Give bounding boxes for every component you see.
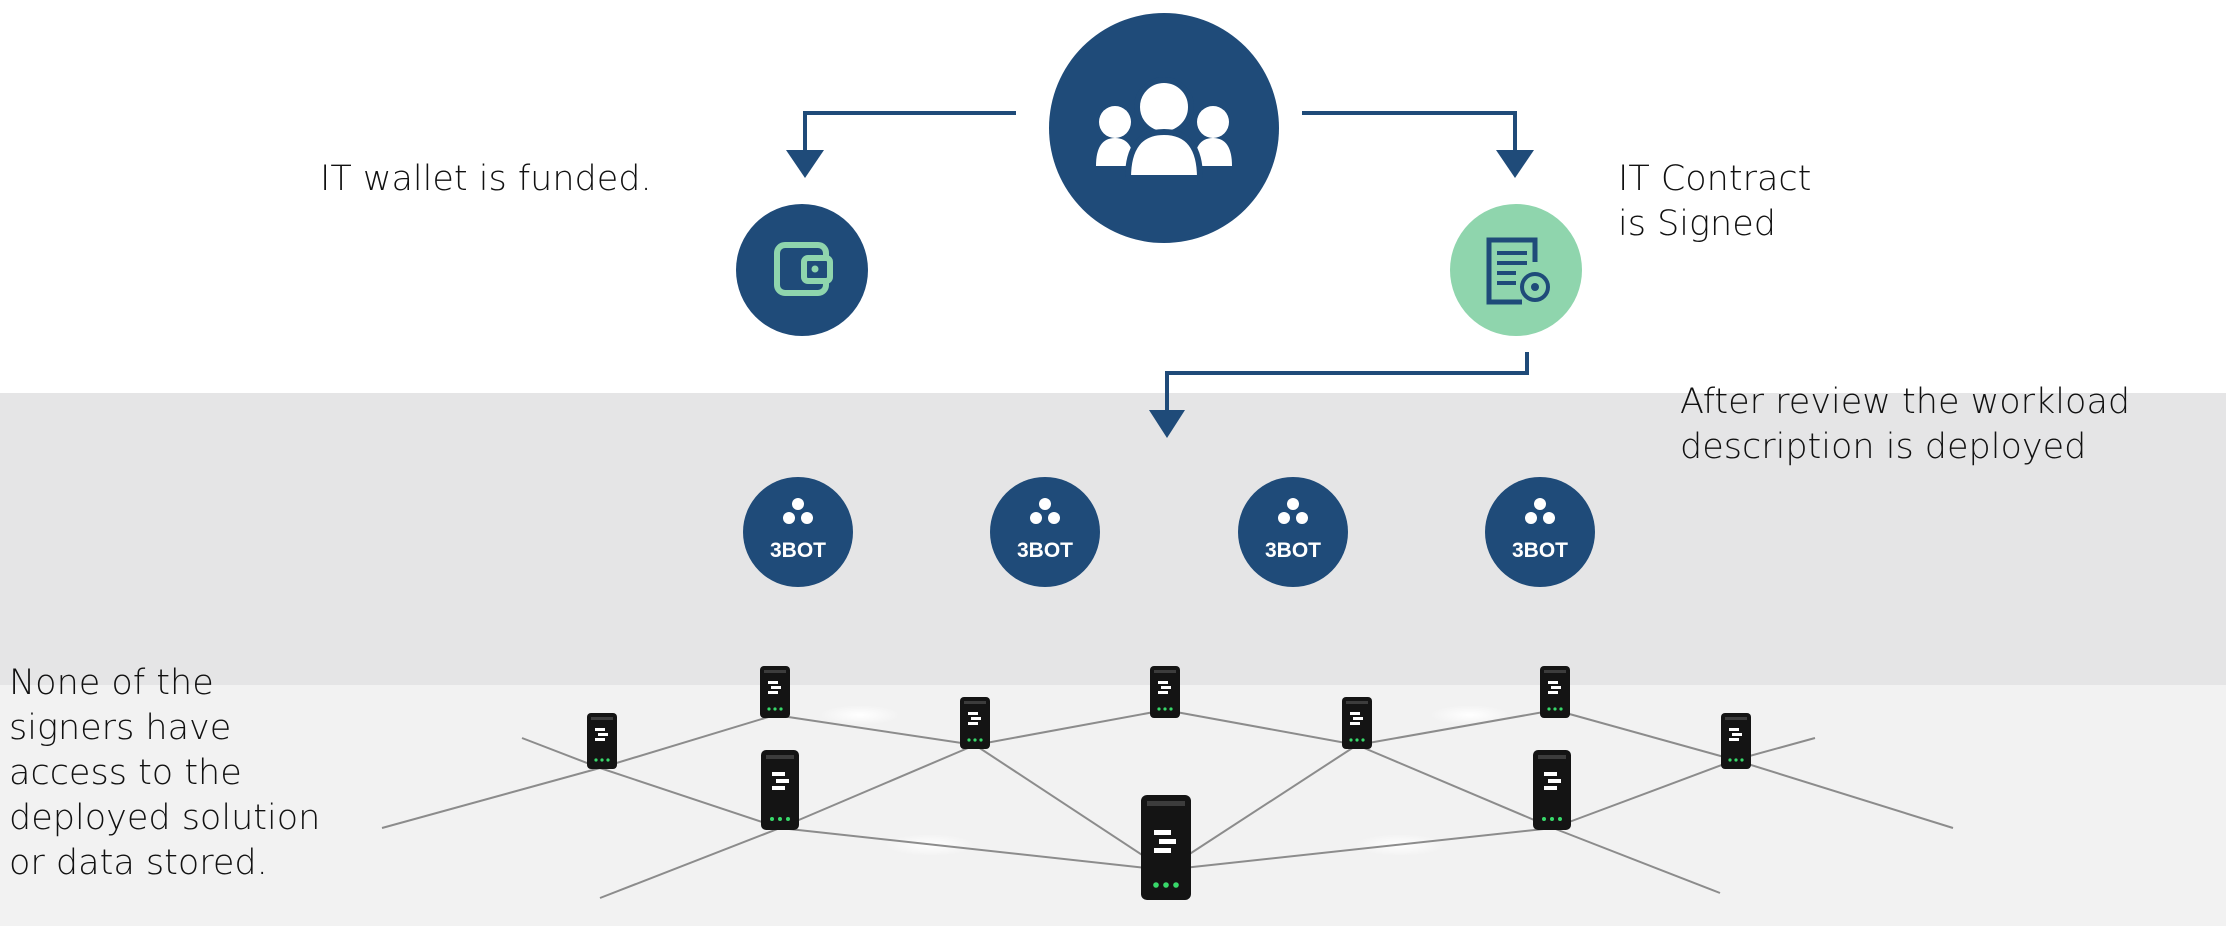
server-node-icon — [1150, 666, 1180, 718]
signers-label-line: None of the — [9, 663, 214, 703]
deployment-label: After review the workload description is… — [1680, 380, 2130, 470]
3bot-node-4: 3BOT — [1485, 477, 1595, 587]
deployment-band — [0, 393, 2226, 685]
signers-label-line: access to the — [9, 753, 242, 793]
contract-label-line: IT Contract — [1618, 159, 1812, 199]
users-group-icon — [1049, 13, 1279, 243]
3bot-node-2: 3BOT — [990, 477, 1100, 587]
deployment-label-line: description is deployed — [1680, 427, 2087, 467]
signers-label-line: or data stored. — [9, 843, 268, 883]
server-node-icon — [1141, 795, 1191, 900]
3bot-node-1: 3BOT — [743, 477, 853, 587]
contract-label-line: is Signed — [1618, 204, 1776, 244]
signers-label-line: deployed solution — [9, 798, 321, 838]
signers-label-line: signers have — [9, 708, 232, 748]
arrow-to-contract — [1302, 111, 1534, 178]
contract-certificate-icon — [1450, 204, 1582, 336]
arrow-to-deployment — [1149, 352, 1529, 438]
arrow-to-wallet — [786, 111, 1016, 178]
3bot-label: 3BOT — [770, 539, 826, 562]
server-node-icon — [1342, 697, 1372, 749]
contract-signed-label: IT Contract is Signed — [1618, 157, 1811, 247]
deployment-label-line: After review the workload — [1680, 382, 2131, 422]
server-node-icon — [960, 697, 990, 749]
3bot-label: 3BOT — [1017, 539, 1073, 562]
wallet-icon — [736, 204, 868, 336]
wallet-funded-label: IT wallet is funded. — [320, 159, 652, 199]
3bot-label: 3BOT — [1512, 539, 1568, 562]
server-node-icon — [1540, 666, 1570, 718]
network-band — [0, 685, 2226, 926]
server-node-icon — [1721, 713, 1751, 769]
3bot-label: 3BOT — [1265, 539, 1321, 562]
server-node-icon — [760, 666, 790, 718]
server-node-icon — [761, 750, 799, 830]
server-node-icon — [587, 713, 617, 769]
3bot-node-3: 3BOT — [1238, 477, 1348, 587]
signers-access-label: None of the signers have access to the d… — [9, 661, 320, 886]
server-node-icon — [1533, 750, 1571, 830]
